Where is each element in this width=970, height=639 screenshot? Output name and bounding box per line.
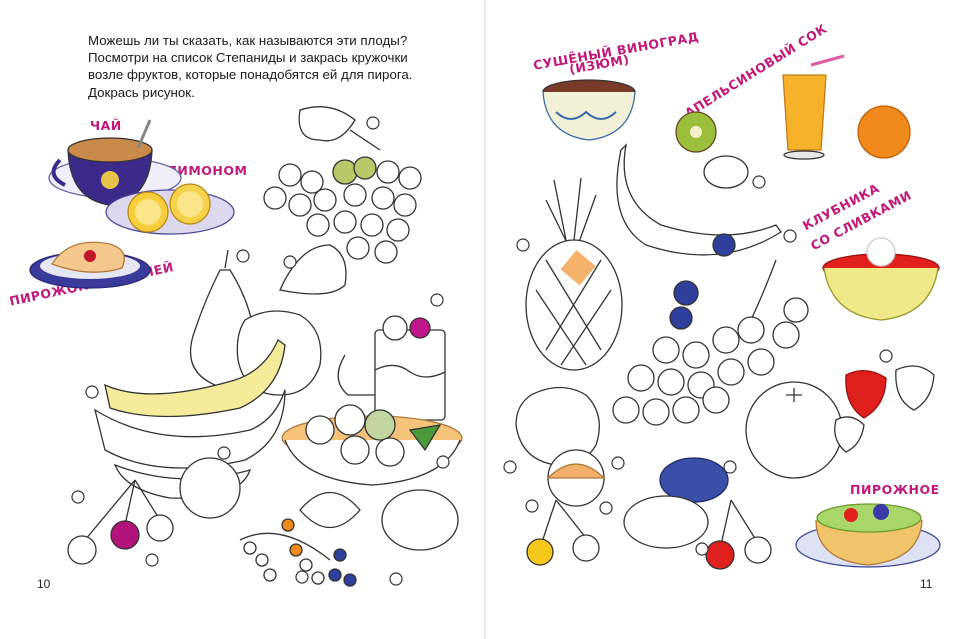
- currants-image: [239, 518, 357, 587]
- label-cake: Пирожное: [850, 482, 940, 497]
- page-number-right: 11: [920, 577, 933, 591]
- instruction-line: возле фруктов, которые понадобятся ей дл…: [88, 67, 413, 83]
- right-page: Сушёный виноград (изюм) Апельсиновый сок…: [486, 0, 970, 639]
- grapes-outline-image: [263, 106, 422, 264]
- instruction-line: Докрась рисунок.: [88, 84, 195, 100]
- orange-juice-image: [782, 54, 845, 160]
- orange-image: [857, 105, 911, 159]
- checkbox-circles-right: [503, 175, 893, 556]
- leaf-outline-image: [299, 491, 361, 529]
- tangerine-large-outline-image: [745, 381, 843, 479]
- cherry-pie-image: [29, 241, 151, 289]
- instructions-text: Можешь ли ты сказать, как называются эти…: [88, 32, 448, 101]
- pineapple-image: [525, 177, 623, 371]
- right-page-illustrations: [503, 54, 941, 570]
- left-page: Можешь ли ты сказать, как называются эти…: [0, 0, 484, 639]
- page-number-left: 10: [37, 577, 51, 591]
- grapes-blue-image: [612, 233, 809, 426]
- instruction-line: Посмотри на список Степаниды и закрась к…: [88, 50, 408, 66]
- left-page-illustrations: [29, 106, 463, 587]
- cup-dessert-image: [337, 315, 446, 421]
- label-tea: Чай: [90, 118, 122, 133]
- cherries-right-image: [526, 499, 772, 570]
- apricot-image: [546, 449, 606, 507]
- lemon-outline-image: [381, 489, 459, 551]
- plum-image: [623, 457, 729, 549]
- cherries-image: [67, 479, 174, 565]
- gooseberry-bowl-image: [281, 404, 463, 486]
- raisins-bowl-image: [542, 79, 636, 141]
- strawberries-image: [834, 365, 935, 453]
- banana-outline-image: [616, 143, 782, 256]
- checkbox-circles-left: [71, 116, 450, 586]
- page-gutter: [484, 0, 486, 639]
- tea-cup-image: [48, 119, 182, 206]
- kiwi-image: [675, 111, 749, 189]
- tangerine-outline-image: [179, 457, 241, 519]
- lemon-plate-image: [105, 183, 235, 235]
- cake-image: [795, 503, 941, 568]
- instruction-line: Можешь ли ты сказать, как называются эти…: [88, 33, 408, 48]
- strawberry-cream-bowl-image: [822, 237, 940, 321]
